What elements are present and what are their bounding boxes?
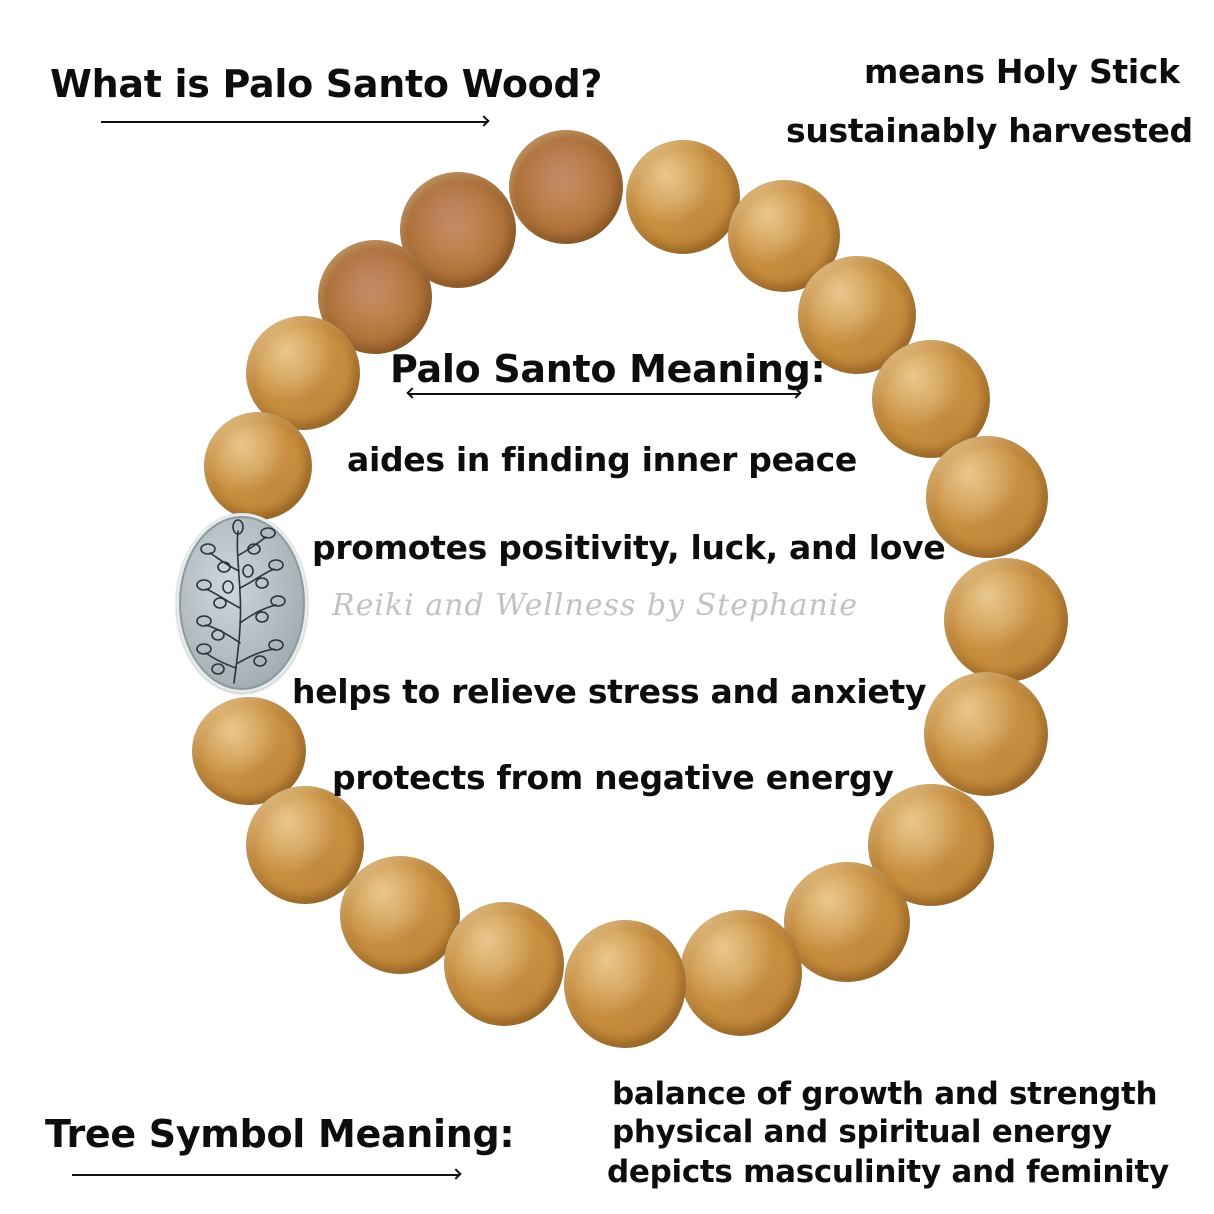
- tree-meaning-energy: physical and spiritual energy: [612, 1114, 1112, 1150]
- right-arrow-icon: [72, 1168, 462, 1180]
- bead: [204, 412, 312, 520]
- bead: [784, 862, 910, 982]
- fact-sustainably-harvested: sustainably harvested: [786, 111, 1193, 150]
- meaning-positivity: promotes positivity, luck, and love: [312, 528, 946, 567]
- meaning-stress-relief: helps to relieve stress and anxiety: [292, 672, 927, 711]
- tree-meaning-masculinity-feminity: depicts masculinity and feminity: [607, 1154, 1169, 1190]
- bead: [444, 902, 564, 1026]
- bead: [944, 558, 1068, 682]
- tree-icon: [196, 519, 286, 684]
- bead: [564, 920, 686, 1048]
- bead: [680, 910, 802, 1036]
- right-arrow-icon: [101, 115, 490, 127]
- bead: [924, 672, 1048, 796]
- watermark: Reiki and Wellness by Stephanie: [332, 588, 859, 623]
- bead: [246, 316, 360, 430]
- bead: [340, 856, 460, 974]
- bead: [626, 140, 740, 254]
- bead: [192, 697, 306, 805]
- bead: [926, 436, 1048, 558]
- fact-holy-stick: means Holy Stick: [864, 52, 1180, 91]
- double-arrow-icon: [406, 387, 802, 399]
- bead: [246, 786, 364, 904]
- tree-charm: [176, 513, 308, 693]
- meaning-protection: protects from negative energy: [332, 758, 894, 797]
- meaning-inner-peace: aides in finding inner peace: [347, 440, 857, 479]
- tree-symbol-meaning-heading: Tree Symbol Meaning:: [45, 1112, 515, 1156]
- tree-meaning-balance: balance of growth and strength: [612, 1076, 1158, 1112]
- palo-santo-meaning-heading: Palo Santo Meaning:: [390, 347, 826, 391]
- bead: [509, 130, 623, 244]
- what-is-heading: What is Palo Santo Wood?: [50, 62, 603, 106]
